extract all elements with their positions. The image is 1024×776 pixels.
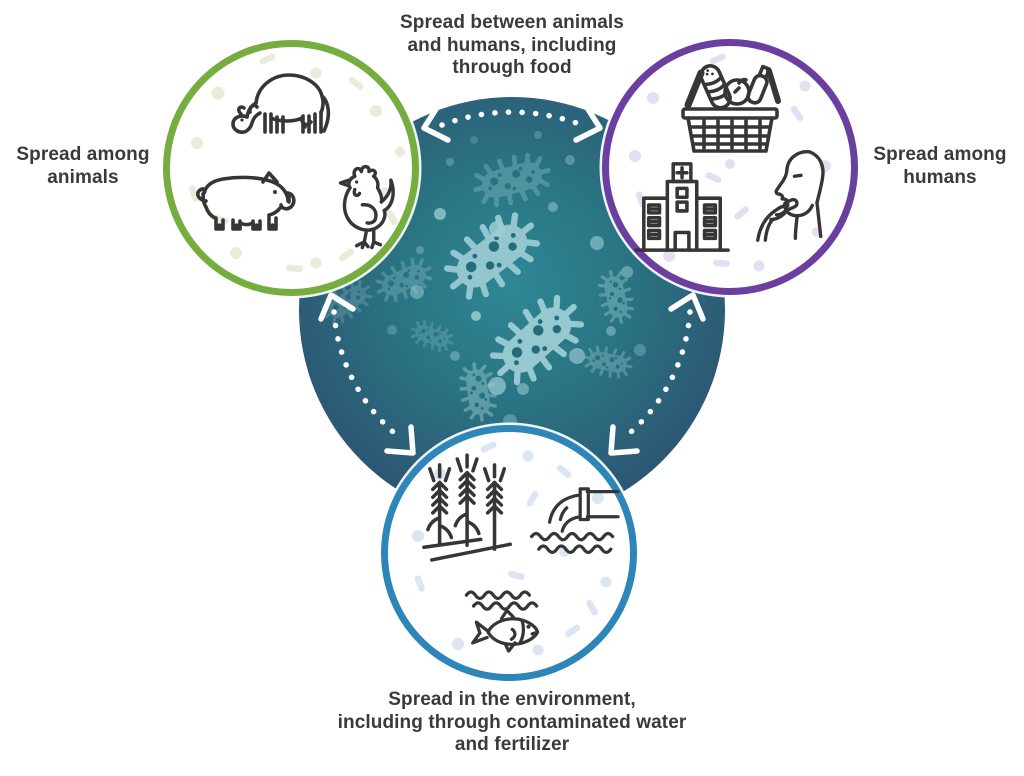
environment-icons xyxy=(412,441,620,656)
hospital-icon xyxy=(634,162,730,252)
bacteria-cluster xyxy=(315,131,677,428)
fish-icon xyxy=(464,590,540,653)
node-label-environment: Spread in the environment, including thr… xyxy=(300,689,724,757)
waste-water-pipe-icon xyxy=(529,487,620,554)
bacteria-dots xyxy=(387,131,646,428)
label-line: Spread in the environment, xyxy=(388,689,636,710)
food-basket-icon xyxy=(681,64,781,153)
label-line: through food xyxy=(452,57,572,78)
label-line: Spread among xyxy=(16,144,150,165)
node-humans xyxy=(602,39,858,295)
confetti xyxy=(412,441,612,656)
pig-icon xyxy=(196,171,296,231)
node-label-animals: Spread among animals xyxy=(0,144,166,189)
wheat-crops-icon xyxy=(422,453,512,562)
cow-icon xyxy=(231,73,331,134)
animals-icons xyxy=(188,53,405,273)
label-line: animals xyxy=(47,166,119,188)
person-eating-icon xyxy=(756,150,825,242)
label-line: Spread between animals xyxy=(400,12,624,33)
label-line: Spread among xyxy=(873,144,1007,165)
humans-icons xyxy=(629,53,831,272)
label-line: and fertilizer xyxy=(454,734,570,755)
node-environment xyxy=(381,425,637,681)
label-line: including through contaminated water xyxy=(337,711,687,733)
label-line: and humans, including xyxy=(407,34,617,56)
arrow-animals-humans xyxy=(421,103,603,143)
arrow-animals-environment xyxy=(318,292,416,456)
label-line: humans xyxy=(903,166,977,188)
arrow-humans-environment xyxy=(608,292,706,456)
node-label-humans: Spread among humans xyxy=(856,144,1024,189)
node-animals xyxy=(163,40,419,296)
confetti xyxy=(188,53,405,273)
edge-label-animals-humans: Spread between animals and humans, inclu… xyxy=(358,12,666,80)
chicken-icon xyxy=(338,164,395,250)
